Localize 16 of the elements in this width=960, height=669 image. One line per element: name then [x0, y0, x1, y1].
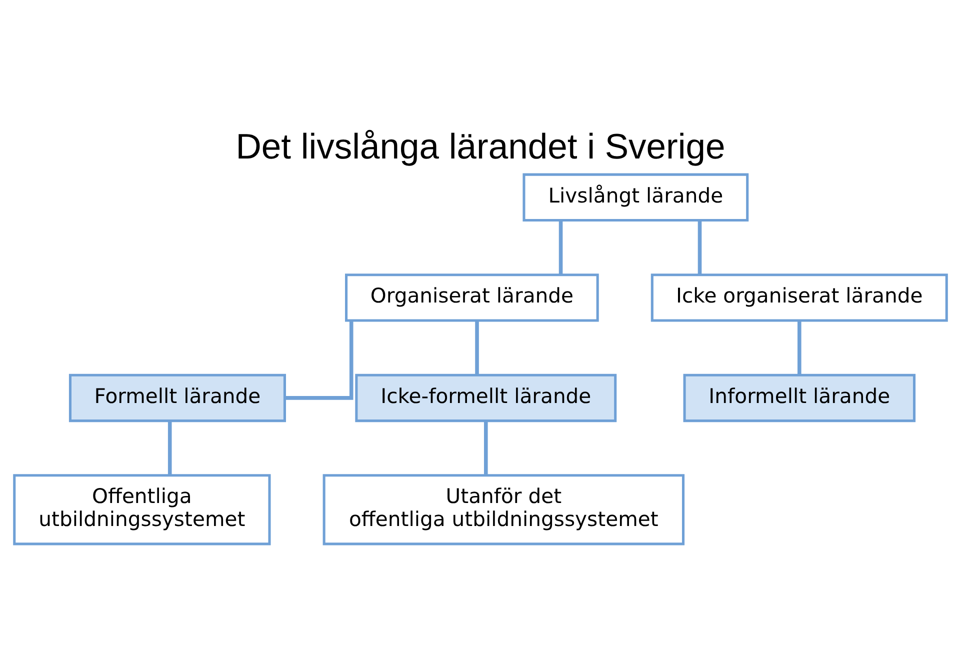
node-box: Informellt lärande [682, 374, 916, 422]
node-box: Icke organiserat lärande [650, 274, 948, 322]
node-box: Livslångt lärande [522, 173, 748, 222]
node-box: Offentliga utbildningssystemet [12, 474, 270, 546]
connector [797, 320, 801, 375]
connector [484, 421, 488, 476]
node-box: Icke-formellt lärande [354, 374, 616, 422]
node-box: Formellt lärande [68, 374, 286, 422]
node-box: Organiserat lärande [344, 274, 598, 322]
connector [167, 421, 172, 476]
node-box: Utanför det offentliga utbildningssystemet [322, 474, 684, 546]
connector [284, 320, 353, 400]
connector [697, 220, 702, 275]
connector [558, 220, 562, 275]
connector [474, 320, 478, 375]
diagram-title: Det livslånga lärandet i Sverige [235, 126, 725, 167]
